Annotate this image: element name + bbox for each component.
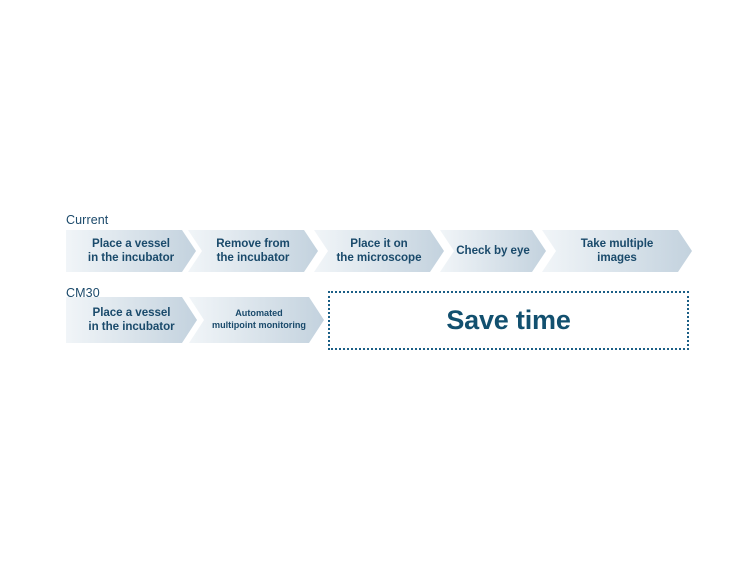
process-step-label: Place a vessel in the incubator bbox=[87, 237, 175, 264]
process-step-remove-incubator[interactable]: Remove from the incubator bbox=[188, 230, 318, 272]
process-step-automated-monitoring[interactable]: Automated multipoint monitoring bbox=[194, 297, 324, 343]
arrow-shape-1 bbox=[66, 230, 196, 272]
arrow-shape-3 bbox=[314, 230, 444, 272]
process-row-cm30: Place a vessel in the incubator Automate… bbox=[66, 297, 324, 343]
save-time-callout: Save time bbox=[328, 291, 689, 350]
arrow-chain-cm30 bbox=[66, 297, 324, 343]
process-step-place-vessel[interactable]: Place a vessel in the incubator bbox=[66, 297, 197, 343]
process-step-label: Take multiple images bbox=[580, 237, 654, 264]
arrow-chain-current bbox=[66, 230, 692, 272]
arrow-shape-2 bbox=[188, 230, 318, 272]
row-label-current: Current bbox=[66, 213, 109, 227]
process-step-label: Automated multipoint monitoring bbox=[212, 308, 306, 330]
process-step-place-microscope[interactable]: Place it on the microscope bbox=[314, 230, 444, 272]
row-label-cm30: CM30 bbox=[66, 286, 100, 300]
process-step-label: Check by eye bbox=[456, 244, 530, 258]
process-step-label: Place a vessel in the incubator bbox=[88, 306, 175, 333]
process-step-label: Place it on the microscope bbox=[336, 237, 422, 264]
arrow-shape-4 bbox=[440, 230, 546, 272]
process-step-take-images[interactable]: Take multiple images bbox=[542, 230, 692, 272]
arrow-shape-5 bbox=[542, 230, 692, 272]
process-step-place-vessel[interactable]: Place a vessel in the incubator bbox=[66, 230, 196, 272]
process-step-label: Remove from the incubator bbox=[216, 237, 290, 264]
process-row-current: Place a vessel in the incubator Remove f… bbox=[66, 230, 692, 272]
arrow-shape-1 bbox=[66, 297, 197, 343]
process-step-check-by-eye[interactable]: Check by eye bbox=[440, 230, 546, 272]
save-time-label: Save time bbox=[446, 305, 571, 335]
arrow-shape-2 bbox=[189, 297, 324, 343]
